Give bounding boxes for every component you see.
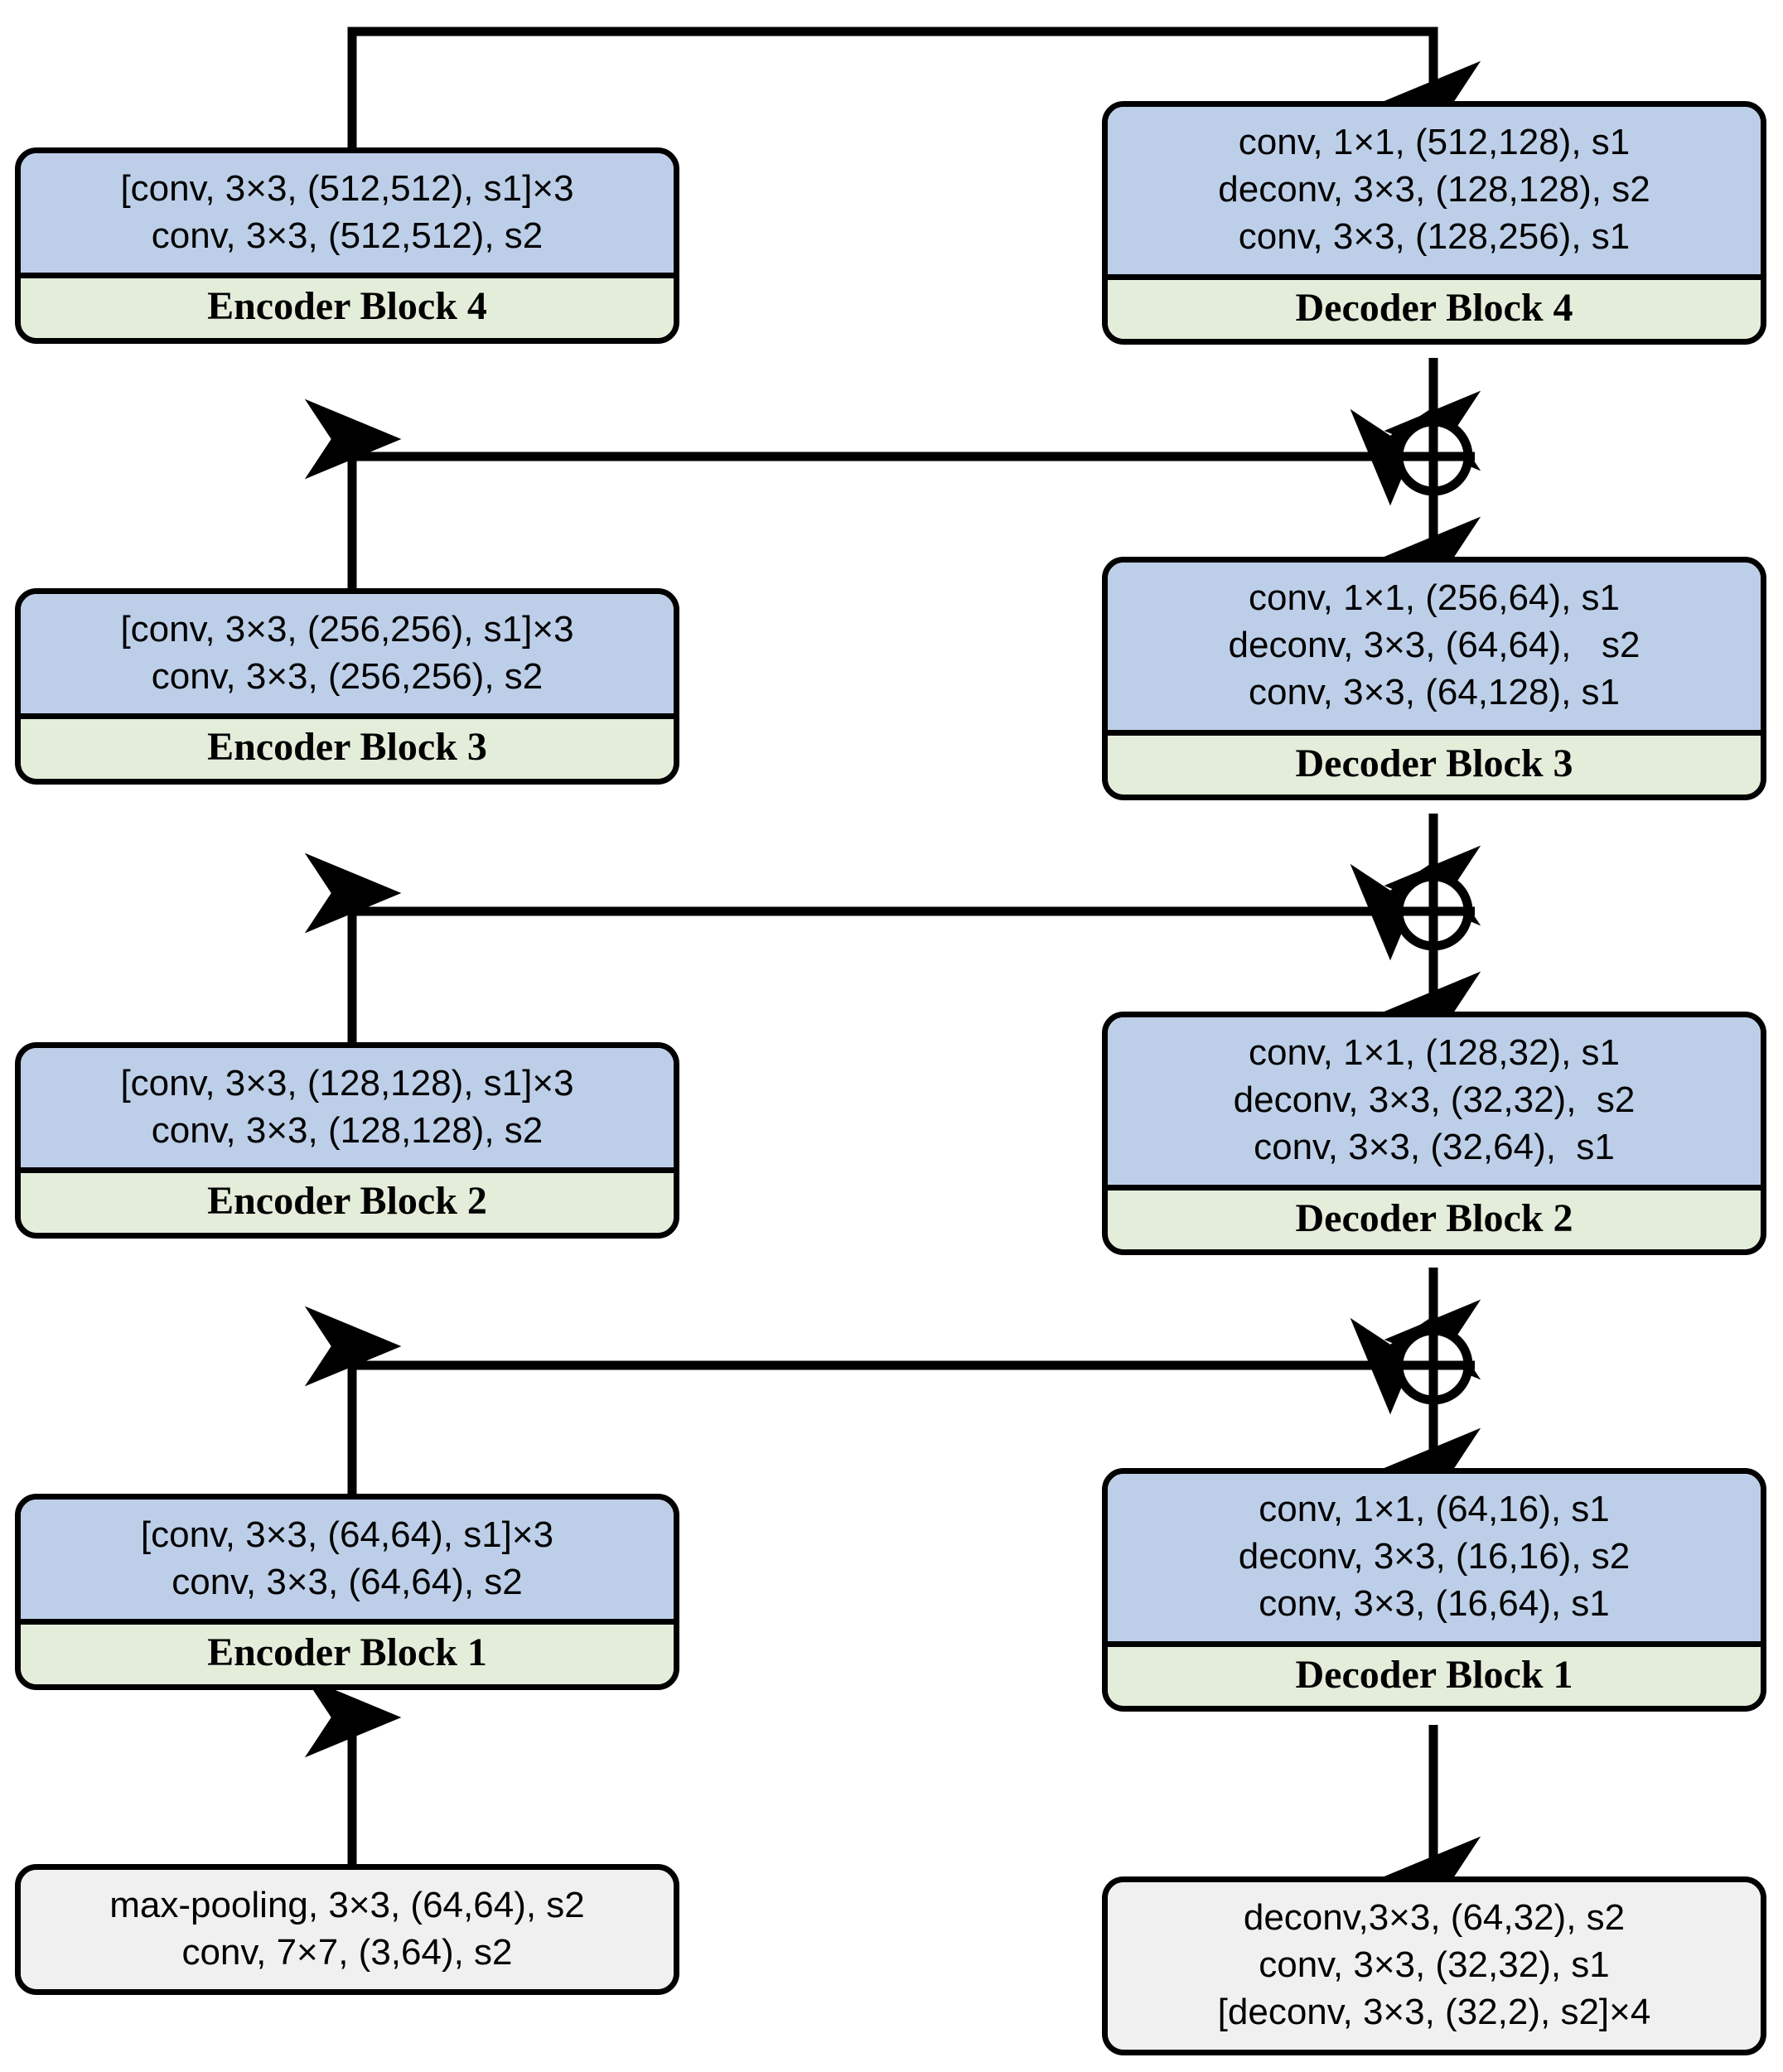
encoder-block-4[interactable]: [conv, 3×3, (512,512), s1]×3 conv, 3×3, … bbox=[15, 147, 679, 345]
decoder-head-ops: deconv,3×3, (64,32), s2 conv, 3×3, (32,3… bbox=[1108, 1882, 1761, 2050]
decoder-block-4-label-bar: Decoder Block 4 bbox=[1108, 279, 1761, 340]
op-line: conv, 1×1, (64,16), s1 bbox=[1259, 1489, 1610, 1529]
op-line: conv, 7×7, (3,64), s2 bbox=[181, 1932, 513, 1973]
encoder-block-3-label-bar: Encoder Block 3 bbox=[21, 719, 674, 780]
op-line: deconv, 3×3, (64,64), s2 bbox=[1228, 625, 1640, 666]
op-line: conv, 3×3, (512,512), s2 bbox=[151, 215, 544, 257]
op-line: conv, 1×1, (128,32), s1 bbox=[1248, 1032, 1620, 1073]
block-label: Encoder Block 2 bbox=[207, 1179, 487, 1224]
op-line: [conv, 3×3, (128,128), s1]×3 bbox=[120, 1063, 574, 1104]
op-line: conv, 3×3, (16,64), s1 bbox=[1259, 1583, 1610, 1625]
op-line: conv, 3×3, (32,64), s1 bbox=[1254, 1127, 1615, 1168]
op-line: [conv, 3×3, (256,256), s1]×3 bbox=[120, 609, 574, 650]
encoder-block-2-ops: [conv, 3×3, (128,128), s1]×3 conv, 3×3, … bbox=[21, 1048, 674, 1174]
op-line: conv, 3×3, (128,256), s1 bbox=[1238, 216, 1631, 258]
op-line: conv, 3×3, (256,256), s2 bbox=[151, 656, 544, 698]
encoder-block-4-ops: [conv, 3×3, (512,512), s1]×3 conv, 3×3, … bbox=[21, 153, 674, 279]
op-line: conv, 1×1, (256,64), s1 bbox=[1248, 577, 1620, 618]
encoder-block-2[interactable]: [conv, 3×3, (128,128), s1]×3 conv, 3×3, … bbox=[15, 1042, 679, 1239]
add-node-2-icon bbox=[1392, 1324, 1475, 1407]
encoder-block-3-ops: [conv, 3×3, (256,256), s1]×3 conv, 3×3, … bbox=[21, 594, 674, 720]
op-line: conv, 3×3, (32,32), s1 bbox=[1259, 1944, 1610, 1986]
decoder-block-4-ops: conv, 1×1, (512,128), s1 deconv, 3×3, (1… bbox=[1108, 107, 1761, 280]
decoder-block-3-ops: conv, 1×1, (256,64), s1 deconv, 3×3, (64… bbox=[1108, 563, 1761, 736]
op-line: conv, 3×3, (64,64), s2 bbox=[172, 1562, 523, 1603]
encoder-stem-block[interactable]: max-pooling, 3×3, (64,64), s2 conv, 7×7,… bbox=[15, 1864, 679, 1996]
op-line: [conv, 3×3, (512,512), s1]×3 bbox=[120, 168, 574, 209]
encoder-block-4-label-bar: Encoder Block 4 bbox=[21, 278, 674, 339]
block-label: Decoder Block 1 bbox=[1295, 1652, 1573, 1697]
decoder-block-3-label-bar: Decoder Block 3 bbox=[1108, 735, 1761, 795]
encoder-block-3[interactable]: [conv, 3×3, (256,256), s1]×3 conv, 3×3, … bbox=[15, 588, 679, 785]
decoder-head-block[interactable]: deconv,3×3, (64,32), s2 conv, 3×3, (32,3… bbox=[1102, 1876, 1766, 2055]
block-label: Decoder Block 2 bbox=[1295, 1195, 1573, 1240]
add-node-3-icon bbox=[1392, 870, 1475, 953]
block-label: Decoder Block 4 bbox=[1295, 285, 1573, 330]
encoder-block-2-label-bar: Encoder Block 2 bbox=[21, 1173, 674, 1234]
decoder-block-4[interactable]: conv, 1×1, (512,128), s1 deconv, 3×3, (1… bbox=[1102, 101, 1766, 345]
op-line: conv, 3×3, (128,128), s2 bbox=[151, 1110, 544, 1152]
decoder-block-1[interactable]: conv, 1×1, (64,16), s1 deconv, 3×3, (16,… bbox=[1102, 1468, 1766, 1712]
add-node-4-icon bbox=[1392, 415, 1475, 498]
op-line: deconv,3×3, (64,32), s2 bbox=[1243, 1897, 1626, 1938]
decoder-block-2[interactable]: conv, 1×1, (128,32), s1 deconv, 3×3, (32… bbox=[1102, 1012, 1766, 1256]
op-line: [conv, 3×3, (64,64), s1]×3 bbox=[140, 1514, 554, 1555]
encoder-block-1-ops: [conv, 3×3, (64,64), s1]×3 conv, 3×3, (6… bbox=[21, 1500, 674, 1625]
decoder-block-2-ops: conv, 1×1, (128,32), s1 deconv, 3×3, (32… bbox=[1108, 1017, 1761, 1191]
block-label: Encoder Block 1 bbox=[207, 1630, 487, 1675]
decoder-block-3[interactable]: conv, 1×1, (256,64), s1 deconv, 3×3, (64… bbox=[1102, 557, 1766, 801]
decoder-block-1-ops: conv, 1×1, (64,16), s1 deconv, 3×3, (16,… bbox=[1108, 1474, 1761, 1647]
block-label: Encoder Block 3 bbox=[207, 725, 487, 770]
op-line: conv, 3×3, (64,128), s1 bbox=[1248, 672, 1620, 713]
encoder-block-1[interactable]: [conv, 3×3, (64,64), s1]×3 conv, 3×3, (6… bbox=[15, 1494, 679, 1691]
block-label: Decoder Block 3 bbox=[1295, 741, 1573, 785]
decoder-block-1-label-bar: Decoder Block 1 bbox=[1108, 1646, 1761, 1707]
op-line: [deconv, 3×3, (32,2), s2]×4 bbox=[1217, 1992, 1651, 2033]
op-line: deconv, 3×3, (128,128), s2 bbox=[1218, 169, 1650, 210]
decoder-block-2-label-bar: Decoder Block 2 bbox=[1108, 1190, 1761, 1250]
encoder-block-1-label-bar: Encoder Block 1 bbox=[21, 1625, 674, 1685]
op-line: deconv, 3×3, (32,32), s2 bbox=[1233, 1079, 1636, 1121]
op-line: deconv, 3×3, (16,16), s2 bbox=[1238, 1536, 1631, 1577]
op-line: conv, 1×1, (512,128), s1 bbox=[1238, 122, 1631, 162]
op-line: max-pooling, 3×3, (64,64), s2 bbox=[109, 1885, 585, 1925]
encoder-stem-ops: max-pooling, 3×3, (64,64), s2 conv, 7×7,… bbox=[21, 1870, 674, 1990]
block-label: Encoder Block 4 bbox=[207, 284, 487, 329]
